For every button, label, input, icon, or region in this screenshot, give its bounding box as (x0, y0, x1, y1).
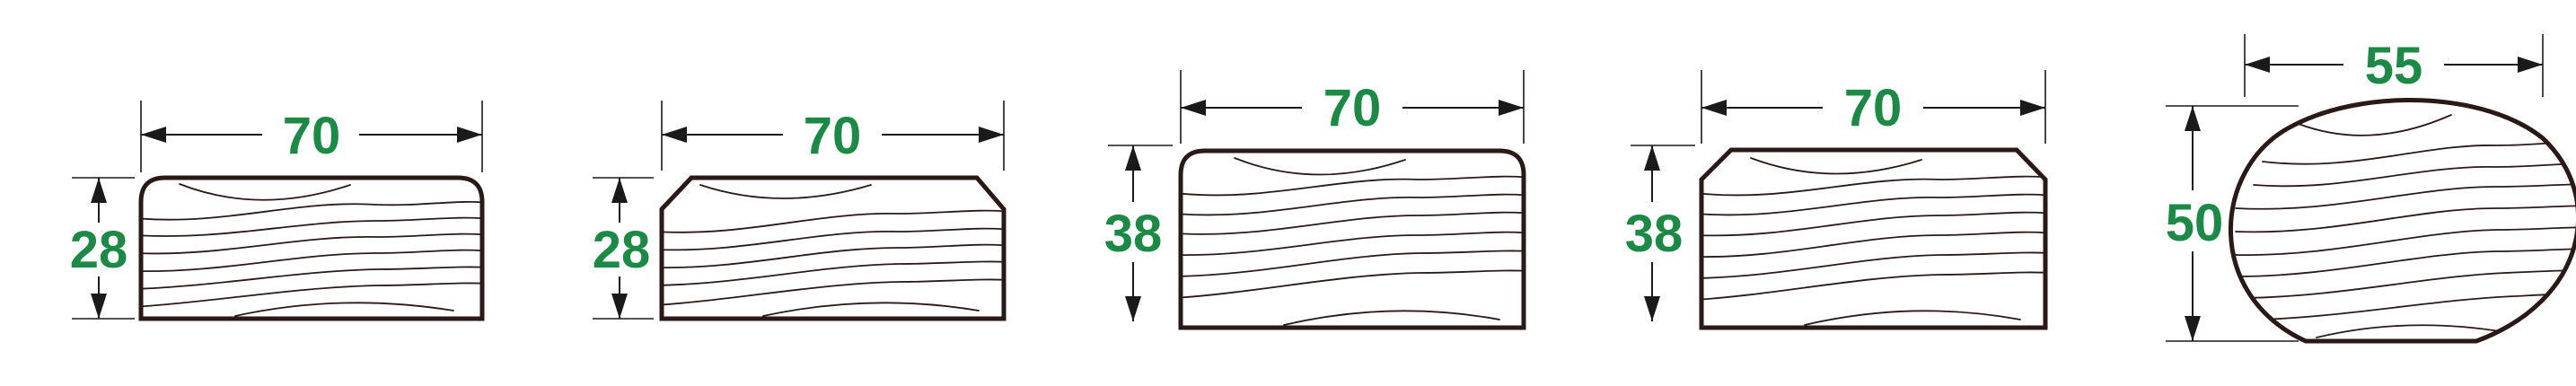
arrowhead (457, 127, 482, 143)
height-dimension: 38 (1625, 145, 1695, 321)
wood-grain (1701, 157, 2045, 326)
height-label: 50 (2166, 194, 2224, 252)
width-dimension: 55 (2244, 34, 2544, 97)
height-label: 38 (1104, 205, 1163, 263)
profile-outline (2229, 98, 2576, 344)
arrowhead (979, 127, 1004, 143)
arrowhead (141, 127, 166, 143)
profile-5: 55 50 (2166, 34, 2576, 344)
arrowhead (2185, 106, 2201, 131)
width-label: 70 (804, 107, 862, 165)
arrowhead (1644, 296, 1660, 321)
wood-grain (662, 184, 1004, 317)
arrowhead (662, 127, 687, 143)
profile-3: 70 38 (1104, 70, 1526, 330)
arrowhead (611, 294, 628, 319)
height-dimension: 28 (70, 177, 135, 320)
height-label: 28 (70, 221, 128, 279)
width-label: 55 (2365, 37, 2423, 95)
profile-outline (659, 175, 1007, 321)
arrowhead (2020, 100, 2045, 116)
arrowhead (1125, 145, 1141, 171)
profile-outline (138, 175, 485, 321)
width-label: 70 (1323, 79, 1382, 137)
width-dimension: 70 (1701, 70, 2046, 144)
height-label: 38 (1625, 205, 1684, 263)
height-dimension: 50 (2166, 105, 2299, 342)
width-dimension: 70 (140, 101, 483, 172)
height-dimension: 28 (593, 177, 654, 320)
profile-2: 70 28 (593, 101, 1007, 321)
height-dimension: 38 (1104, 145, 1173, 321)
arrowhead (1701, 100, 1727, 116)
arrowhead (2185, 316, 2201, 341)
arrowhead (1644, 145, 1660, 171)
profile-1: 70 28 (70, 101, 485, 321)
width-label: 70 (283, 107, 341, 165)
arrowhead (1125, 296, 1141, 321)
width-dimension: 70 (661, 101, 1005, 171)
wood-grain (2235, 114, 2576, 338)
wood-grain (1181, 157, 1524, 326)
arrowhead (611, 178, 628, 203)
arrowhead (2245, 57, 2270, 73)
height-label: 28 (593, 221, 651, 279)
width-dimension: 70 (1180, 70, 1525, 144)
arrowhead (2518, 57, 2543, 73)
arrowhead (1499, 100, 1524, 116)
profile-4: 70 38 (1625, 70, 2048, 330)
arrowhead (91, 178, 107, 203)
profile-outline (1178, 148, 1526, 330)
width-label: 70 (1844, 79, 1903, 137)
profile-outline (1699, 147, 2048, 330)
arrowhead (91, 294, 107, 319)
wood-grain (141, 183, 482, 317)
arrowhead (1181, 100, 1206, 116)
